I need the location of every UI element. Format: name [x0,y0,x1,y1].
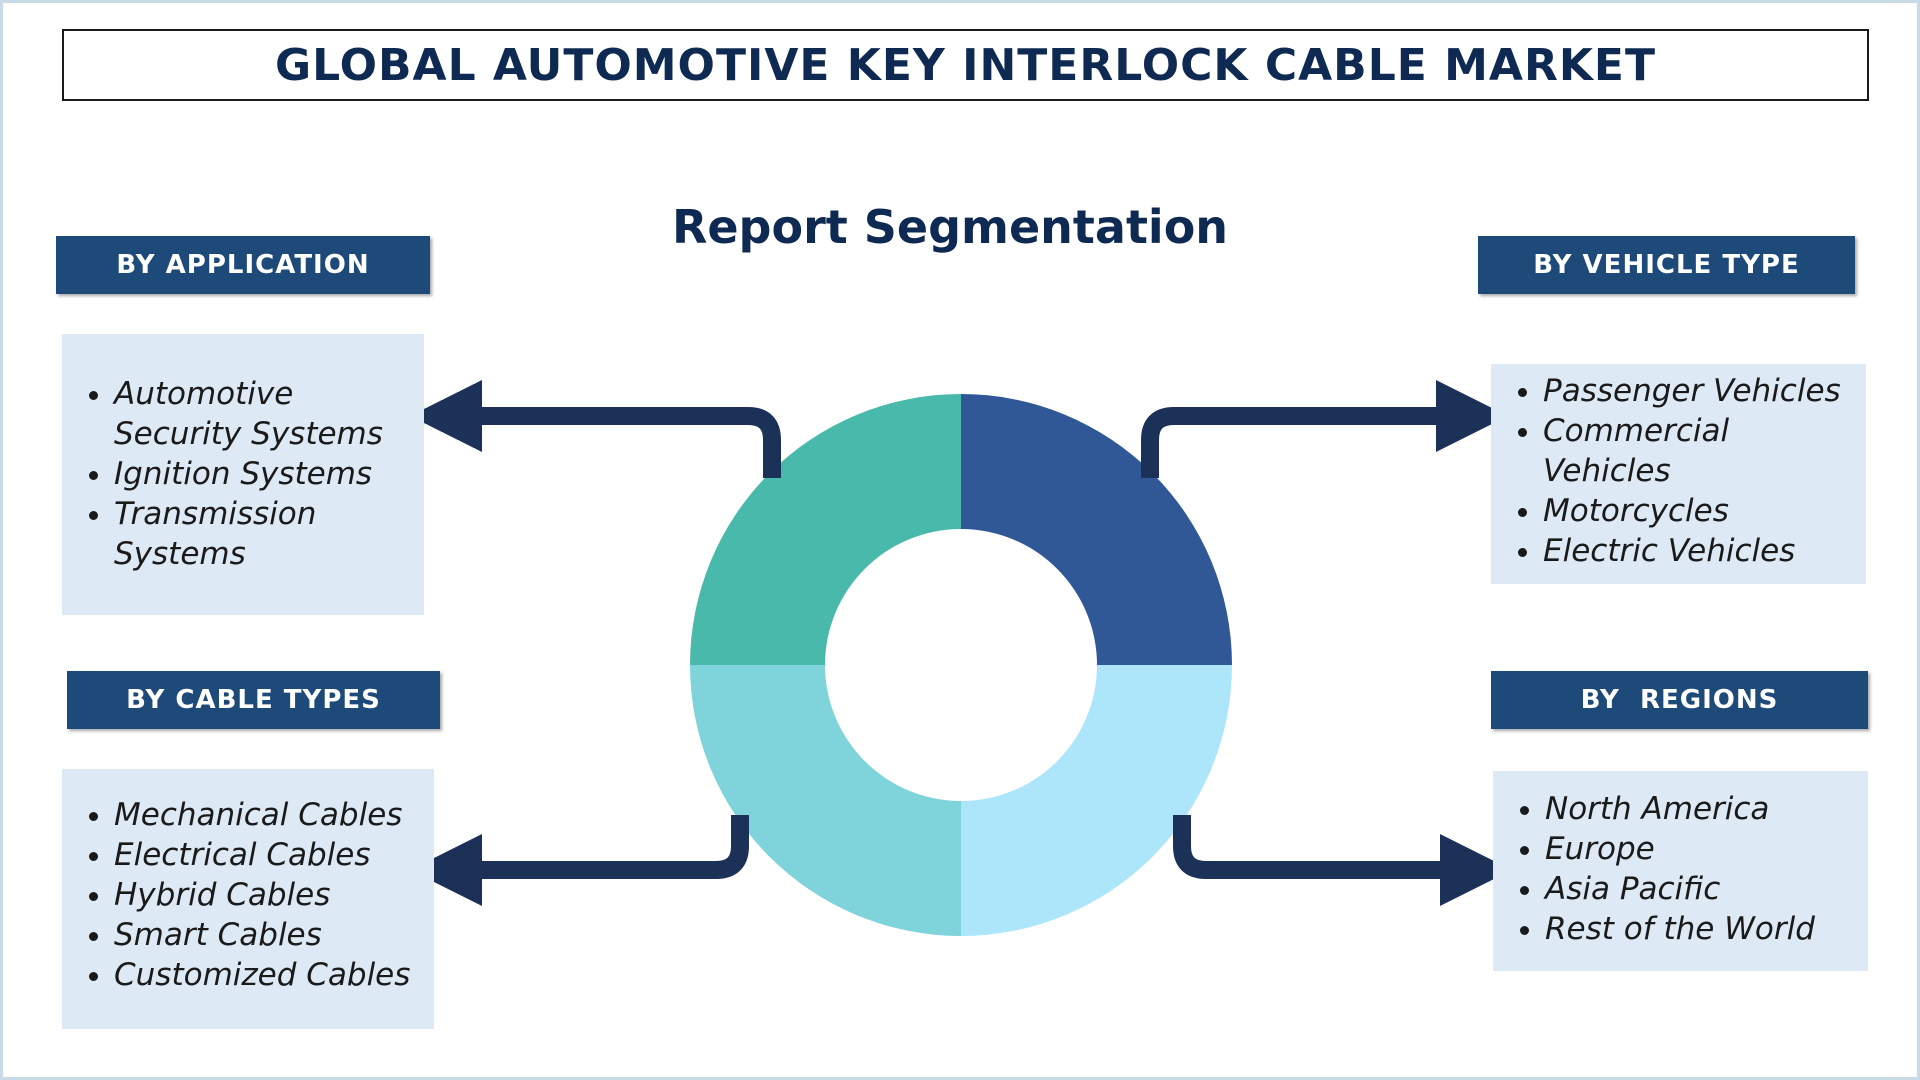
list-item: Transmission Systems [114,494,414,574]
report-segmentation-heading: Report Segmentation [671,200,1229,254]
list-item: Asia Pacific [1545,869,1858,909]
list-item: Customized Cables [114,955,424,995]
regions-header: BY REGIONS [1491,671,1868,729]
cable-types-list: Mechanical Cables Electrical Cables Hybr… [62,795,424,995]
title-box: GLOBAL AUTOMOTIVE KEY INTERLOCK CABLE MA… [62,29,1869,101]
list-item: Automotive Security Systems [114,374,414,454]
list-item: Mechanical Cables [114,795,424,835]
arrow-to-vehicle-type [1141,380,1508,478]
donut-segment-bottom-right [961,665,1232,936]
vehicle-type-list: Passenger Vehicles Commercial Vehicles M… [1491,371,1856,571]
list-item: Smart Cables [114,915,424,955]
vehicle-type-list-box: Passenger Vehicles Commercial Vehicles M… [1491,364,1866,584]
application-list-box: Automotive Security Systems Ignition Sys… [62,334,424,615]
cable-types-list-box: Mechanical Cables Electrical Cables Hybr… [62,769,434,1029]
donut-chart [690,394,1232,936]
list-item: Electric Vehicles [1543,531,1856,571]
regions-list: North America Europe Asia Pacific Rest o… [1493,789,1858,949]
cable-types-header: BY CABLE TYPES [67,671,440,729]
list-item: Rest of the World [1545,909,1858,949]
list-item: Europe [1545,829,1858,869]
list-item: Ignition Systems [114,454,414,494]
donut-segment-bottom-left [690,665,961,936]
list-item: North America [1545,789,1858,829]
list-item: Hybrid Cables [114,875,424,915]
list-item: Electrical Cables [114,835,424,875]
donut-segment-top-left [690,394,961,665]
application-header: BY APPLICATION [56,236,430,294]
arrow-to-application [410,380,781,478]
arrow-to-cable-types [410,815,749,906]
donut-segment-top-right [961,394,1232,665]
arrow-to-regions [1173,815,1512,906]
vehicle-type-header: BY VEHICLE TYPE [1478,236,1855,294]
application-list: Automotive Security Systems Ignition Sys… [62,374,414,574]
list-item: Commercial Vehicles [1543,411,1856,491]
list-item: Motorcycles [1543,491,1856,531]
page-title: GLOBAL AUTOMOTIVE KEY INTERLOCK CABLE MA… [274,39,1656,91]
list-item: Passenger Vehicles [1543,371,1856,411]
regions-list-box: North America Europe Asia Pacific Rest o… [1493,771,1868,971]
